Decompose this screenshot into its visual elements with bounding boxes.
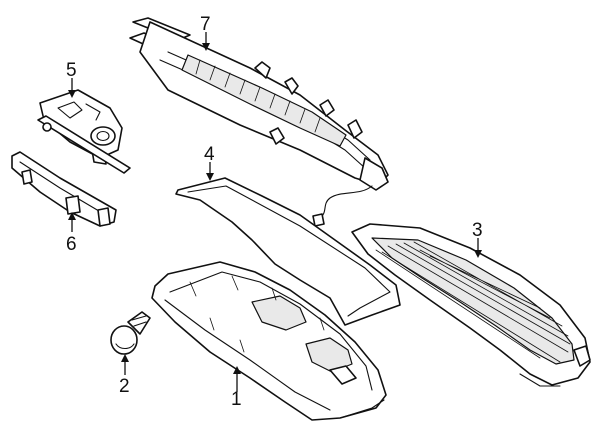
callout-label-1: 1	[231, 389, 242, 410]
callout-6: 6	[66, 212, 77, 255]
callout-label-7: 7	[200, 14, 211, 35]
callout-label-4: 4	[204, 144, 215, 165]
part-6-trim-strip[interactable]	[11, 151, 117, 227]
callout-label-3: 3	[472, 220, 483, 241]
part-5-bracket[interactable]	[37, 89, 131, 174]
callout-1: 1	[231, 366, 242, 410]
part-2-push-pin-clip[interactable]	[110, 311, 151, 355]
callout-4: 4	[204, 144, 215, 181]
callout-5: 5	[66, 60, 77, 98]
callout-2: 2	[119, 354, 130, 397]
part-1-roof-panel[interactable]	[151, 261, 387, 421]
callout-label-6: 6	[66, 234, 77, 255]
part-4-seal-panel[interactable]	[175, 177, 401, 326]
callout-3: 3	[472, 220, 483, 258]
callout-7: 7	[200, 14, 211, 51]
callout-label-5: 5	[66, 60, 77, 81]
part-3-wind-deflector[interactable]	[351, 223, 591, 387]
callout-label-2: 2	[119, 376, 130, 397]
part-7-sunshade-assembly[interactable]	[129, 17, 389, 227]
